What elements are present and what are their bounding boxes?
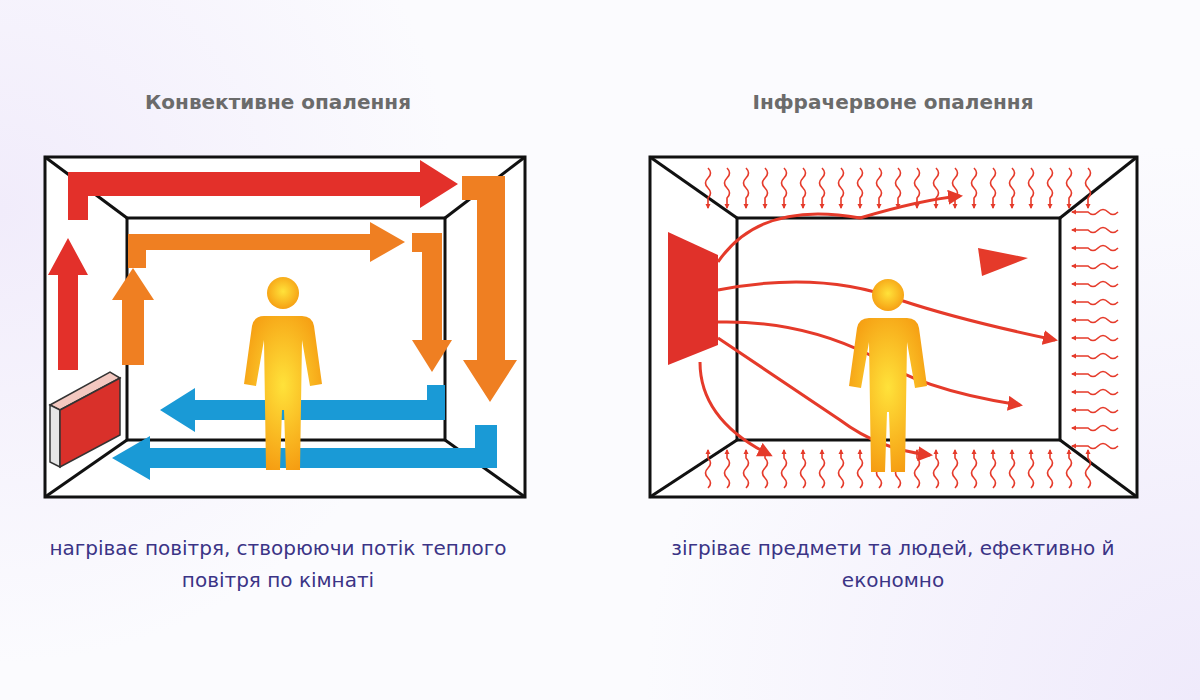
- heat-wave: [782, 168, 787, 208]
- heat-wave: [744, 450, 749, 488]
- heat-wave: [820, 450, 825, 488]
- heat-wave: [858, 450, 863, 488]
- heat-wave: [1072, 246, 1118, 251]
- heat-wave: [1072, 336, 1118, 341]
- heat-wave: [1072, 228, 1118, 233]
- heat-wave: [934, 450, 939, 488]
- heat-wave: [820, 168, 825, 208]
- heat-wave: [744, 168, 749, 208]
- convective-room: [45, 157, 525, 497]
- heat-wave: [1072, 300, 1118, 305]
- heat-wave: [1067, 450, 1072, 488]
- heat-wave: [706, 450, 711, 488]
- heat-wave: [1072, 318, 1118, 323]
- heat-wave: [1010, 450, 1015, 488]
- heat-wave: [972, 450, 977, 488]
- heat-wave: [1072, 444, 1118, 449]
- heat-wave: [1029, 450, 1034, 488]
- heat-wave: [763, 168, 768, 208]
- infrared-panel: [668, 232, 718, 365]
- caption: нагріває повітря, створюючи потік теплог…: [18, 532, 538, 596]
- heat-wave: [1029, 168, 1034, 208]
- heat-wave: [1067, 168, 1072, 208]
- heat-wave: [1072, 282, 1118, 287]
- heat-wave: [706, 168, 711, 208]
- heat-wave: [1072, 264, 1118, 269]
- panel-heading: Конвективне опалення: [28, 90, 528, 114]
- heat-wave: [1086, 450, 1091, 488]
- heat-wave: [953, 168, 958, 208]
- heat-waves: [706, 168, 1119, 488]
- heat-wave: [991, 450, 996, 488]
- heat-wave: [858, 168, 863, 208]
- infrared-room: [650, 157, 1137, 497]
- heat-wave: [1048, 168, 1053, 208]
- heat-wave: [1072, 372, 1118, 377]
- heat-wave: [1010, 168, 1015, 208]
- panel-heading: Інфрачервоне опалення: [643, 90, 1143, 114]
- radiator: [50, 372, 120, 467]
- heat-wave: [1072, 426, 1118, 431]
- heat-wave: [839, 450, 844, 488]
- heat-wave: [782, 450, 787, 488]
- air-flow-arrows: [48, 160, 517, 480]
- heat-wave: [725, 168, 730, 208]
- person-figure: [244, 277, 322, 470]
- heat-wave: [1048, 450, 1053, 488]
- heat-wave: [1086, 168, 1091, 208]
- heat-wave: [1072, 408, 1118, 413]
- heat-wave: [1072, 354, 1118, 359]
- heat-wave: [1072, 390, 1118, 395]
- heat-wave: [801, 450, 806, 488]
- heat-wave: [801, 168, 806, 208]
- heat-wave: [1072, 210, 1118, 215]
- heat-wave: [953, 450, 958, 488]
- heat-wave: [991, 168, 996, 208]
- heat-wave: [839, 168, 844, 208]
- heat-wave: [934, 168, 939, 208]
- heat-wave: [877, 168, 882, 208]
- person-figure: [849, 279, 927, 472]
- heat-wave: [725, 450, 730, 488]
- heat-wave: [915, 450, 920, 488]
- caption: зігріває предмети та людей, ефективно й …: [633, 532, 1153, 596]
- heat-wave: [896, 168, 901, 208]
- heat-wave: [972, 168, 977, 208]
- heat-wave: [763, 450, 768, 488]
